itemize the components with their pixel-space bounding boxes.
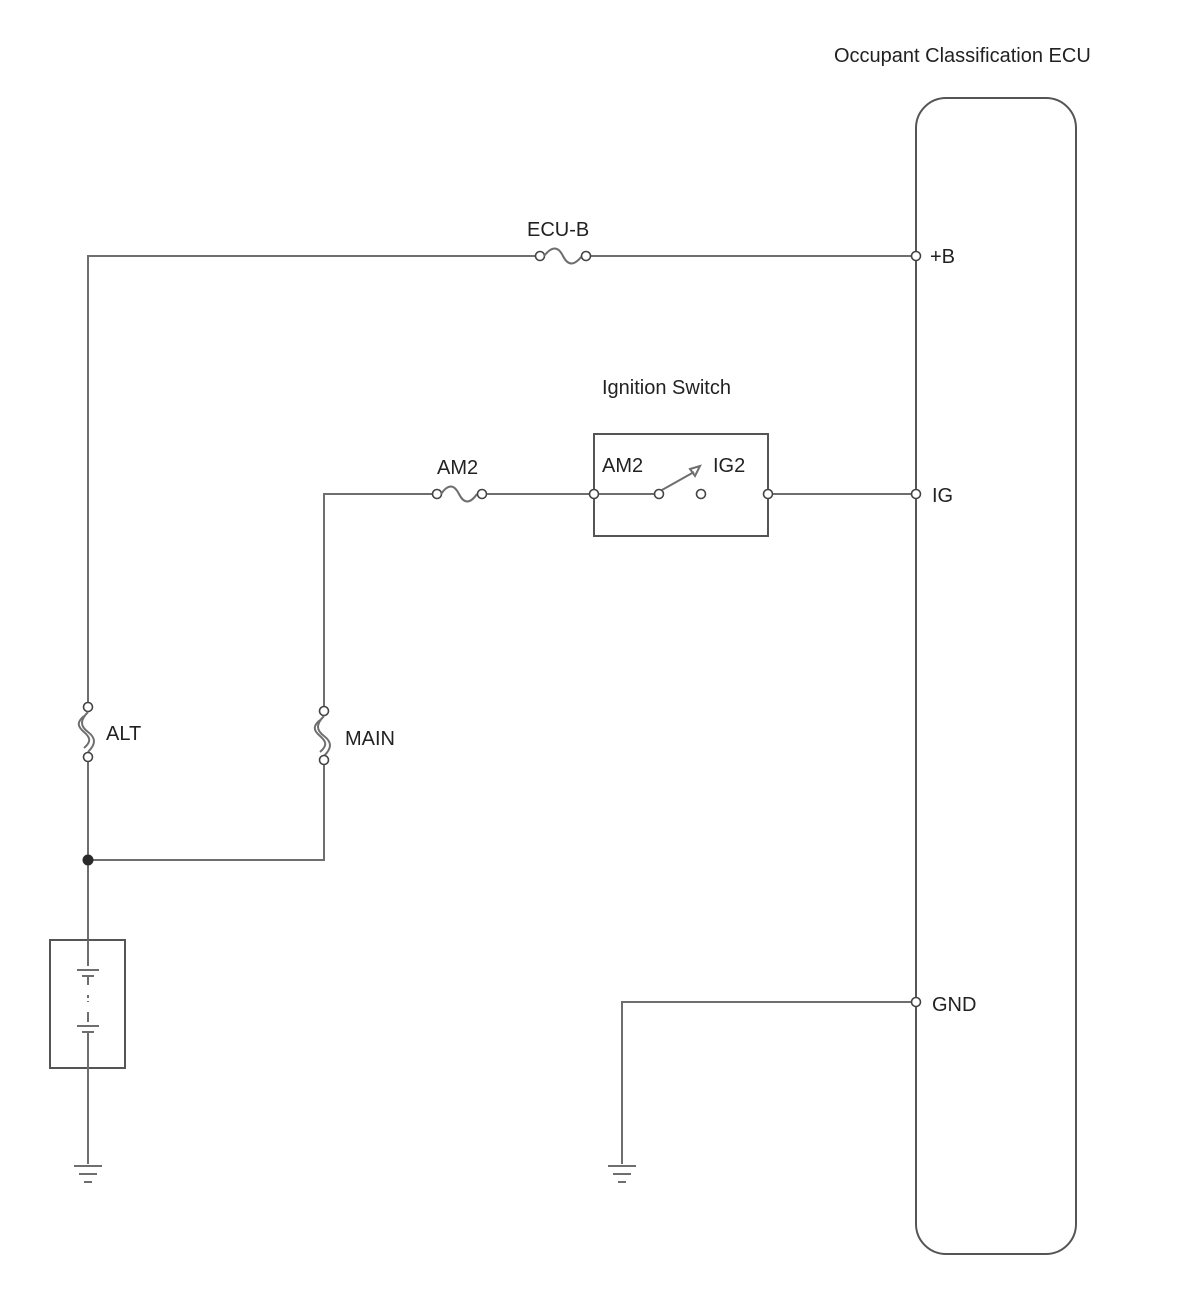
wire-b-line — [87, 255, 540, 703]
fuse-am2-terminal-left — [431, 488, 443, 500]
pin-ig-label: IG — [932, 485, 953, 507]
wire-main-to-am2 — [323, 493, 437, 706]
fuse-ecub-terminal-left — [534, 250, 546, 262]
ignition-switch-terminal-right — [762, 488, 774, 500]
ground-icon-right — [608, 1165, 636, 1183]
fuse-alt-element — [81, 711, 95, 753]
ignition-switch-contact — [695, 488, 707, 500]
fuse-am2-label: AM2 — [437, 457, 478, 479]
ignition-switch-terminal-left — [588, 488, 600, 500]
fuse-alt-label: ALT — [106, 723, 141, 745]
pin-ig-terminal — [910, 488, 922, 500]
fuse-main-terminal-top — [318, 705, 330, 717]
fuse-am2-element — [440, 485, 478, 503]
ignition-switch-blade-tip — [688, 464, 702, 478]
pin-b-terminal — [910, 250, 922, 262]
ignition-switch-box — [593, 433, 769, 537]
fuse-ecub-terminal-right — [580, 250, 592, 262]
ignition-switch-pivot — [653, 488, 665, 500]
fuse-main-element — [317, 715, 331, 757]
fuse-main-label: MAIN — [345, 728, 395, 750]
battery-icon — [77, 940, 99, 1068]
ecu-box — [915, 97, 1077, 1255]
junction-dot — [82, 854, 94, 866]
fuse-am2-terminal-right — [476, 488, 488, 500]
ignition-switch-blade — [661, 471, 695, 491]
ecu-title: Occupant Classification ECU — [834, 45, 1091, 67]
fuse-ecub-element — [543, 247, 583, 265]
fuse-alt-element-outline — [77, 715, 91, 749]
ignition-switch-title: Ignition Switch — [602, 377, 731, 399]
pin-gnd-terminal — [910, 996, 922, 1008]
wire-gnd — [621, 1001, 911, 1164]
pin-gnd-label: GND — [932, 994, 976, 1016]
wire-main-down — [88, 765, 325, 861]
pin-b-label: +B — [930, 246, 955, 268]
ignition-switch-ig2-label: IG2 — [713, 455, 745, 477]
ground-icon-left — [74, 1165, 102, 1183]
fuse-main-element-outline — [313, 719, 327, 753]
fuse-main-terminal-bottom — [318, 754, 330, 766]
ignition-switch-am2-label: AM2 — [602, 455, 643, 477]
fuse-ecub-label: ECU-B — [527, 219, 589, 241]
fuse-alt-terminal-bottom — [82, 751, 94, 763]
fuse-alt-terminal-top — [82, 701, 94, 713]
